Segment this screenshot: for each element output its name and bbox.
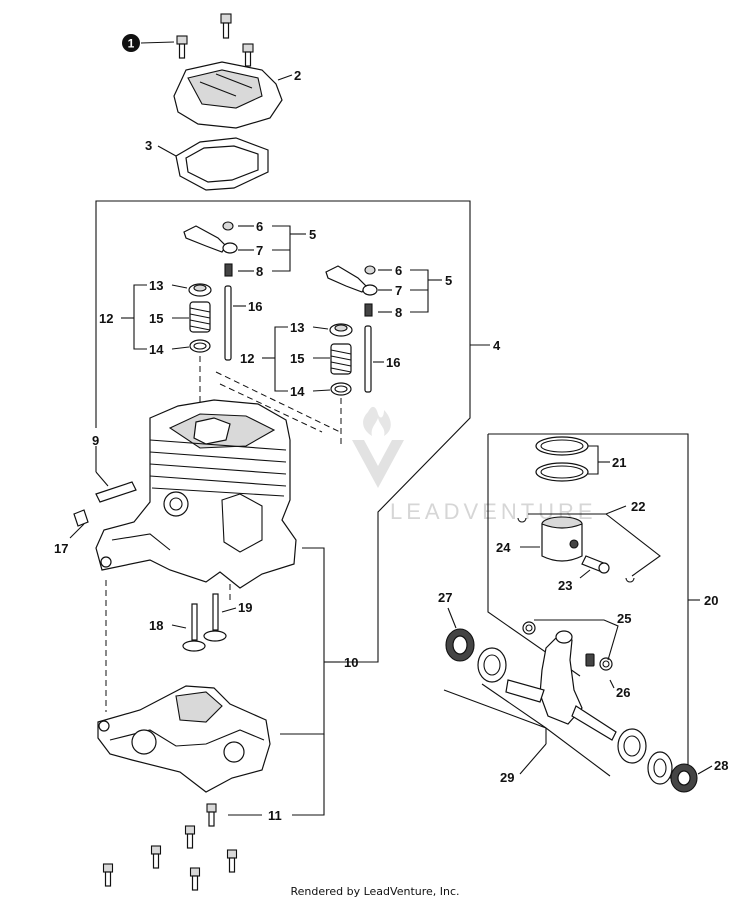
bolt-11 bbox=[206, 803, 217, 827]
callout-8b: 8 bbox=[395, 305, 402, 320]
callout-26: 26 bbox=[616, 685, 630, 700]
callout-14a: 14 bbox=[149, 342, 164, 357]
group-bracket-10 bbox=[280, 547, 340, 735]
rocker-arm-b bbox=[325, 265, 378, 317]
callout-25: 25 bbox=[617, 611, 631, 626]
bolt-top bbox=[220, 13, 232, 39]
small-end-bearings bbox=[522, 621, 613, 671]
callout-27: 27 bbox=[438, 590, 452, 605]
callout-17: 17 bbox=[54, 541, 68, 556]
valve-spring-set-a bbox=[188, 283, 212, 353]
piston-rings bbox=[535, 436, 589, 482]
callout-13a: 13 bbox=[149, 278, 163, 293]
callout-3: 3 bbox=[145, 138, 152, 153]
callout-2: 2 bbox=[294, 68, 301, 83]
callout-11: 11 bbox=[268, 808, 282, 823]
pushrod-a bbox=[224, 285, 232, 361]
dowel-17 bbox=[73, 509, 89, 527]
crankcase-bolts bbox=[102, 825, 238, 891]
callout-15a: 15 bbox=[149, 311, 163, 326]
callout-5b: 5 bbox=[445, 273, 452, 288]
crankshaft bbox=[477, 630, 647, 764]
callout-1-badge: 1 bbox=[122, 34, 175, 52]
callout-10: 10 bbox=[344, 655, 358, 670]
callout-28: 28 bbox=[714, 758, 728, 773]
callout-14b: 14 bbox=[290, 384, 305, 399]
oil-seal-left bbox=[445, 628, 475, 662]
exhaust-valve bbox=[203, 593, 227, 642]
piston-pin bbox=[581, 555, 610, 574]
callout-19: 19 bbox=[238, 600, 252, 615]
callout-21: 21 bbox=[612, 455, 626, 470]
watermark: LEADVENTURE bbox=[352, 406, 593, 524]
callout-6a: 6 bbox=[256, 219, 263, 234]
callout-16b: 16 bbox=[386, 355, 400, 370]
callout-13b: 13 bbox=[290, 320, 304, 335]
valve-cover-gasket bbox=[175, 137, 269, 191]
rocker-arm-a bbox=[183, 221, 238, 277]
callout-12a: 12 bbox=[99, 311, 113, 326]
cylinder-block bbox=[95, 399, 297, 589]
callout-15b: 15 bbox=[290, 351, 304, 366]
callout-7a: 7 bbox=[256, 243, 263, 258]
callout-29: 29 bbox=[500, 770, 514, 785]
callout-6b: 6 bbox=[395, 263, 402, 278]
callout-23: 23 bbox=[558, 578, 572, 593]
piston bbox=[541, 516, 583, 562]
callout-1: 1 bbox=[128, 37, 135, 51]
bolt-right bbox=[242, 43, 254, 67]
callout-22: 22 bbox=[631, 499, 645, 514]
valve-cover-bolts bbox=[176, 13, 254, 67]
valve-spring-set-b bbox=[329, 323, 353, 396]
callout-20: 20 bbox=[704, 593, 718, 608]
group-bracket-29 bbox=[443, 683, 611, 777]
callout-24: 24 bbox=[496, 540, 511, 555]
bolt-left bbox=[176, 35, 188, 59]
callout-7b: 7 bbox=[395, 283, 402, 298]
callout-9: 9 bbox=[92, 433, 99, 448]
pushrod-b bbox=[364, 325, 372, 393]
piston-clips bbox=[517, 517, 635, 583]
oil-seal-right bbox=[670, 763, 698, 793]
intake-valve bbox=[182, 603, 206, 652]
lower-crankcase bbox=[97, 685, 271, 793]
group-bracket-4 bbox=[95, 200, 490, 663]
valve-cover bbox=[173, 61, 283, 129]
callout-8a: 8 bbox=[256, 264, 263, 279]
callout-4: 4 bbox=[493, 338, 501, 353]
gear bbox=[647, 751, 673, 785]
callout-5a: 5 bbox=[309, 227, 316, 242]
footer-credit: Rendered by LeadVenture, Inc. bbox=[290, 885, 459, 898]
pin-9 bbox=[95, 481, 137, 503]
callout-16a: 16 bbox=[248, 299, 262, 314]
callout-12b: 12 bbox=[240, 351, 254, 366]
callout-18: 18 bbox=[149, 618, 163, 633]
